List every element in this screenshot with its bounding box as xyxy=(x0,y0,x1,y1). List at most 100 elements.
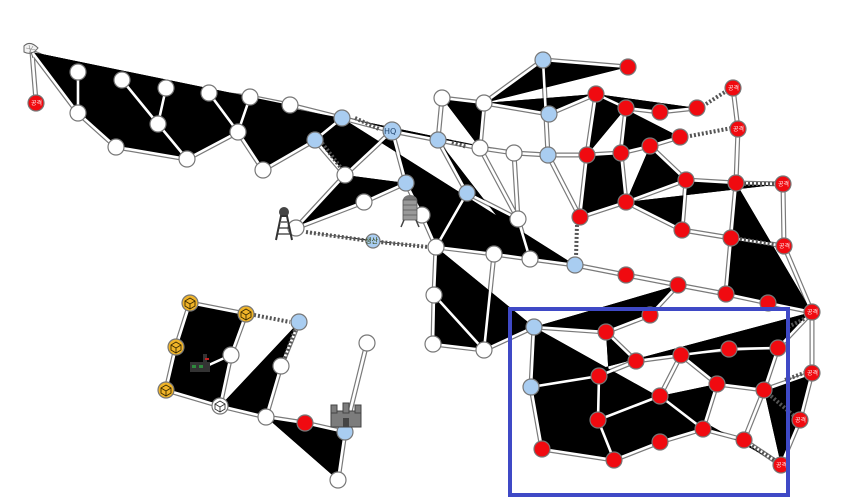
neutral-node[interactable] xyxy=(257,408,275,426)
neutral-node[interactable] xyxy=(222,346,240,364)
enemy-attack-node[interactable] xyxy=(774,175,792,193)
hq-node[interactable] xyxy=(382,121,402,141)
attack-labels: 공격 공격 공격 공격 공격 공격 공격 공격 공격 xyxy=(31,85,818,469)
coal-tower-icon[interactable] xyxy=(275,207,293,241)
enemy-node[interactable] xyxy=(720,340,738,358)
fortress-icon[interactable] xyxy=(330,402,362,428)
enemy-node[interactable] xyxy=(694,420,712,438)
enemy-node[interactable] xyxy=(688,99,706,117)
enemy-node[interactable] xyxy=(651,103,669,121)
enemy-attack-node[interactable] xyxy=(791,411,809,429)
enemy-node[interactable] xyxy=(677,171,695,189)
neutral-node[interactable] xyxy=(157,79,175,97)
enemy-node[interactable] xyxy=(672,346,690,364)
supply-chain xyxy=(574,224,579,258)
production-label: 생산 xyxy=(365,236,378,245)
enemy-node[interactable] xyxy=(605,451,623,469)
satellite-dish-icon[interactable] xyxy=(23,42,39,59)
player-node[interactable] xyxy=(333,109,351,127)
neutral-node[interactable] xyxy=(107,138,125,156)
player-node[interactable] xyxy=(566,256,584,274)
neutral-node[interactable] xyxy=(113,71,131,89)
neutral-node[interactable] xyxy=(427,238,445,256)
enemy-node[interactable] xyxy=(673,221,691,239)
neutral-node[interactable] xyxy=(241,88,259,106)
neutral-node[interactable] xyxy=(424,335,442,353)
player-node[interactable] xyxy=(290,313,308,331)
neutral-node[interactable] xyxy=(336,166,354,184)
enemy-node[interactable] xyxy=(722,229,740,247)
player-node[interactable] xyxy=(429,131,447,149)
enemy-node[interactable] xyxy=(769,339,787,357)
enemy-attack-node[interactable] xyxy=(729,120,747,138)
enemy-node[interactable] xyxy=(651,387,669,405)
selection-rectangle[interactable] xyxy=(508,307,790,497)
neutral-node[interactable] xyxy=(254,161,272,179)
silo-icon[interactable] xyxy=(400,195,420,228)
enemy-node[interactable] xyxy=(651,433,669,451)
enemy-attack-node[interactable] xyxy=(27,94,45,112)
neutral-node[interactable] xyxy=(433,89,451,107)
enemy-node[interactable] xyxy=(617,193,635,211)
enemy-node[interactable] xyxy=(671,128,689,146)
neutral-node[interactable] xyxy=(509,210,527,228)
supply-chain xyxy=(750,444,778,463)
enemy-node[interactable] xyxy=(597,323,615,341)
neutral-node[interactable] xyxy=(358,334,376,352)
enemy-attack-node[interactable] xyxy=(803,364,821,382)
neutral-node[interactable] xyxy=(475,94,493,112)
enemy-node[interactable] xyxy=(589,411,607,429)
player-node[interactable] xyxy=(525,318,543,336)
player-node[interactable] xyxy=(397,174,415,192)
enemy-node[interactable] xyxy=(533,440,551,458)
hq-label: HQ xyxy=(384,127,396,136)
neutral-node[interactable] xyxy=(149,115,167,133)
neutral-node[interactable] xyxy=(425,286,443,304)
enemy-node[interactable] xyxy=(571,208,589,226)
factory-icon[interactable] xyxy=(190,354,210,372)
player-node[interactable] xyxy=(522,378,540,396)
production-node[interactable] xyxy=(365,233,381,249)
enemy-node[interactable] xyxy=(727,174,745,192)
neutral-node[interactable] xyxy=(229,123,247,141)
enemy-node[interactable] xyxy=(578,146,596,164)
enemy-node[interactable] xyxy=(587,85,605,103)
neutral-node[interactable] xyxy=(505,144,523,162)
neutral-node[interactable] xyxy=(178,150,196,168)
enemy-node[interactable] xyxy=(590,367,608,385)
enemy-node[interactable] xyxy=(669,276,687,294)
enemy-node[interactable] xyxy=(617,99,635,117)
player-node[interactable] xyxy=(539,146,557,164)
neutral-node[interactable] xyxy=(485,245,503,263)
neutral-node[interactable] xyxy=(471,139,489,157)
enemy-node[interactable] xyxy=(619,58,637,76)
enemy-node[interactable] xyxy=(641,137,659,155)
player-node[interactable] xyxy=(534,51,552,69)
enemy-node[interactable] xyxy=(627,352,645,370)
neutral-node[interactable] xyxy=(329,471,347,489)
attack-label: 공격 xyxy=(31,100,42,107)
enemy-attack-node[interactable] xyxy=(803,303,821,321)
enemy-node[interactable] xyxy=(612,144,630,162)
enemy-attack-node[interactable] xyxy=(724,79,742,97)
player-node[interactable] xyxy=(458,184,476,202)
neutral-node[interactable] xyxy=(69,104,87,122)
enemy-node[interactable] xyxy=(755,381,773,399)
neutral-node[interactable] xyxy=(475,341,493,359)
attack-label: 공격 xyxy=(807,370,818,377)
enemy-node[interactable] xyxy=(717,285,735,303)
neutral-node[interactable] xyxy=(355,193,373,211)
neutral-node[interactable] xyxy=(272,357,290,375)
enemy-node[interactable] xyxy=(617,266,635,284)
neutral-node[interactable] xyxy=(69,63,87,81)
enemy-node[interactable] xyxy=(735,431,753,449)
enemy-attack-node[interactable] xyxy=(775,237,793,255)
neutral-node[interactable] xyxy=(281,96,299,114)
neutral-node[interactable] xyxy=(521,250,539,268)
enemy-node[interactable] xyxy=(708,375,726,393)
enemy-node[interactable] xyxy=(296,414,314,432)
neutral-node[interactable] xyxy=(200,84,218,102)
player-node[interactable] xyxy=(540,105,558,123)
player-node[interactable] xyxy=(306,131,324,149)
